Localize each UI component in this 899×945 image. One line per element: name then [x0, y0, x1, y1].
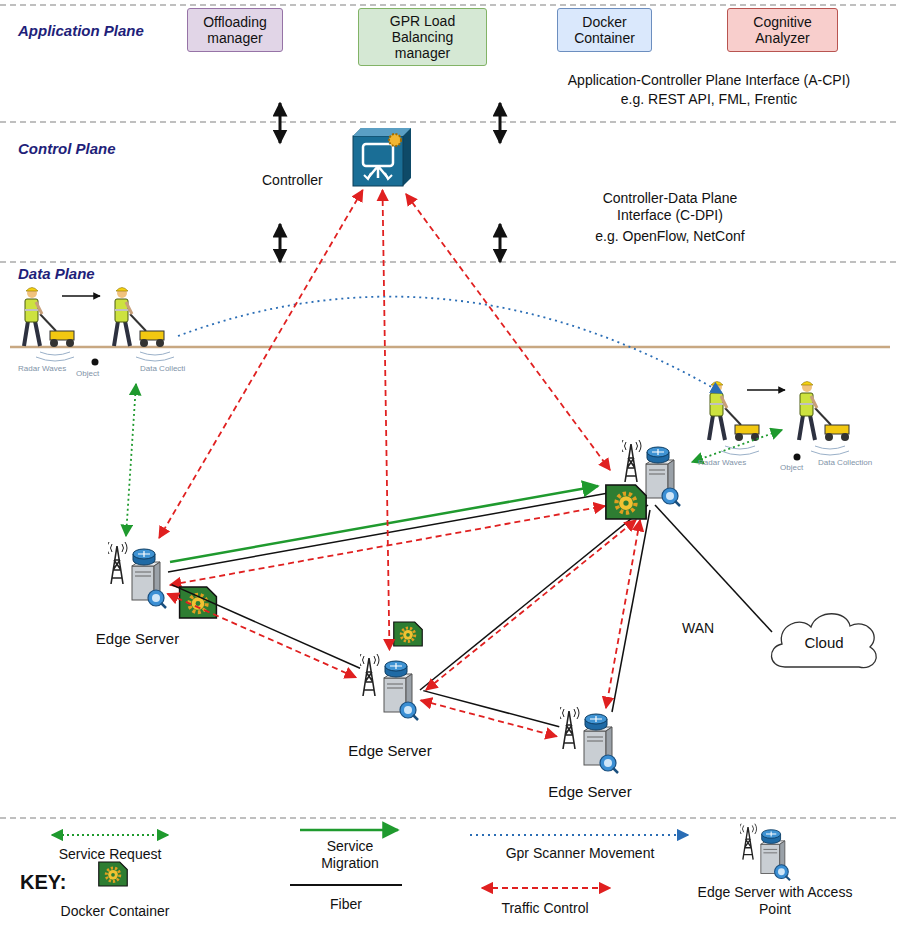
legend-label: Traffic Control [470, 900, 620, 917]
service-requests [692, 430, 782, 462]
plane-title: Control Plane [18, 140, 188, 158]
cloud-label: Cloud [804, 634, 843, 651]
radar-label: Radar Waves [698, 458, 758, 468]
gpr-workers [799, 382, 849, 442]
plane-separators [0, 121, 899, 123]
traffic-control-links [170, 194, 640, 708]
key-title: KEY: [20, 870, 90, 894]
edge-server-label: Edge Server [346, 742, 433, 759]
gpr-workers [24, 288, 849, 442]
box-label: Cognitive Analyzer [733, 14, 832, 46]
traffic-control-link [167, 594, 355, 678]
gpr-workers [62, 295, 100, 297]
edge-server-node: Edge Server [80, 540, 195, 647]
edge-server-icon [360, 652, 420, 722]
service-requests [126, 384, 136, 536]
legend-label: Service Request [40, 846, 180, 863]
legend-samples [290, 884, 402, 886]
legend-label: Gpr Scanner Movement [470, 845, 690, 862]
docker-container-icon [394, 622, 423, 646]
interface-arrows [279, 224, 282, 262]
plane-separators [0, 817, 899, 819]
radar-label: Data Collecti [140, 364, 200, 374]
legend-samples [482, 887, 610, 889]
gpr-workers [114, 288, 164, 348]
controller-label: Controller [262, 172, 323, 188]
legend-samples [470, 834, 688, 836]
manager-box: Docker Container [557, 8, 652, 52]
traffic-control-link [159, 190, 363, 538]
interface-arrows [499, 224, 502, 262]
manager-box: GPR Load Balancing manager [358, 8, 487, 66]
plane-separators [0, 4, 899, 6]
object-label: Object [780, 463, 820, 473]
fiber-links [655, 505, 772, 632]
interface-label: Application-Controller Plane Interface (… [520, 72, 898, 89]
edge-server-node: Edge Server [535, 705, 645, 800]
service-migration [170, 486, 598, 562]
box-label: GPR Load Balancing manager [364, 13, 481, 61]
legend-samples [99, 862, 128, 886]
fiber-links [168, 492, 772, 712]
box-label: Offloading manager [193, 14, 277, 46]
edge-server-icon [108, 540, 168, 610]
radar-label: Radar Waves [18, 364, 78, 374]
object-dot [92, 359, 99, 366]
interface-example: e.g. OpenFlow, NetConf [560, 228, 780, 245]
radar-waves [36, 352, 849, 455]
interface-arrows [499, 103, 502, 143]
legend-samples [300, 829, 398, 832]
legend-label: Docker Container [40, 903, 190, 920]
legend-label: Fiber [296, 896, 396, 913]
legend-samples [52, 834, 168, 836]
legend-label: Edge Server with Access Point [690, 884, 860, 918]
radar-label: Data Collection [818, 458, 893, 468]
traffic-control-link [382, 190, 389, 650]
traffic-control-links [426, 520, 636, 690]
edge-server-node: Edge Server [335, 652, 445, 759]
edge-server-label: Edge Server [94, 630, 181, 647]
legend-label: Service Migration [312, 838, 388, 872]
manager-box: Offloading manager [187, 8, 283, 52]
controller-node: Controller [262, 126, 414, 192]
interface-label: Controller-Data Plane Interface (C-DPI) [585, 190, 755, 224]
manager-box: Cognitive Analyzer [727, 8, 838, 52]
interface-arrows [279, 103, 282, 143]
traffic-control-links [606, 520, 640, 708]
fiber-links [168, 492, 614, 572]
docker-container-icon [606, 485, 646, 519]
legend-samples [52, 824, 790, 888]
cloud-node: Cloud [765, 605, 883, 673]
wan-label: WAN [680, 620, 716, 637]
plane-separators [0, 261, 899, 263]
plane-title: Application Plane [18, 22, 188, 40]
traffic-control-link [421, 700, 557, 736]
gpr-workers [747, 389, 785, 391]
ground [10, 347, 890, 348]
object-dot [794, 454, 801, 461]
interface-example: e.g. REST API, FML, Frentic [520, 91, 898, 108]
fiber-link [423, 691, 559, 727]
plane-separators [0, 5, 899, 818]
object-label: Object [76, 369, 116, 379]
radar-waves [721, 446, 849, 455]
plane-title: Data Plane [18, 265, 188, 283]
box-label: Docker Container [563, 14, 646, 46]
service-requests [126, 384, 782, 536]
traffic-control-links [406, 194, 610, 470]
edge-server-icon [560, 705, 620, 775]
radar-waves [36, 352, 174, 361]
controller-icon [351, 126, 413, 188]
legend-samples [739, 824, 790, 881]
scanner-movement [178, 297, 722, 393]
edge-server-label: Edge Server [546, 783, 633, 800]
fiber-links [612, 510, 650, 712]
fiber-link [172, 585, 361, 669]
